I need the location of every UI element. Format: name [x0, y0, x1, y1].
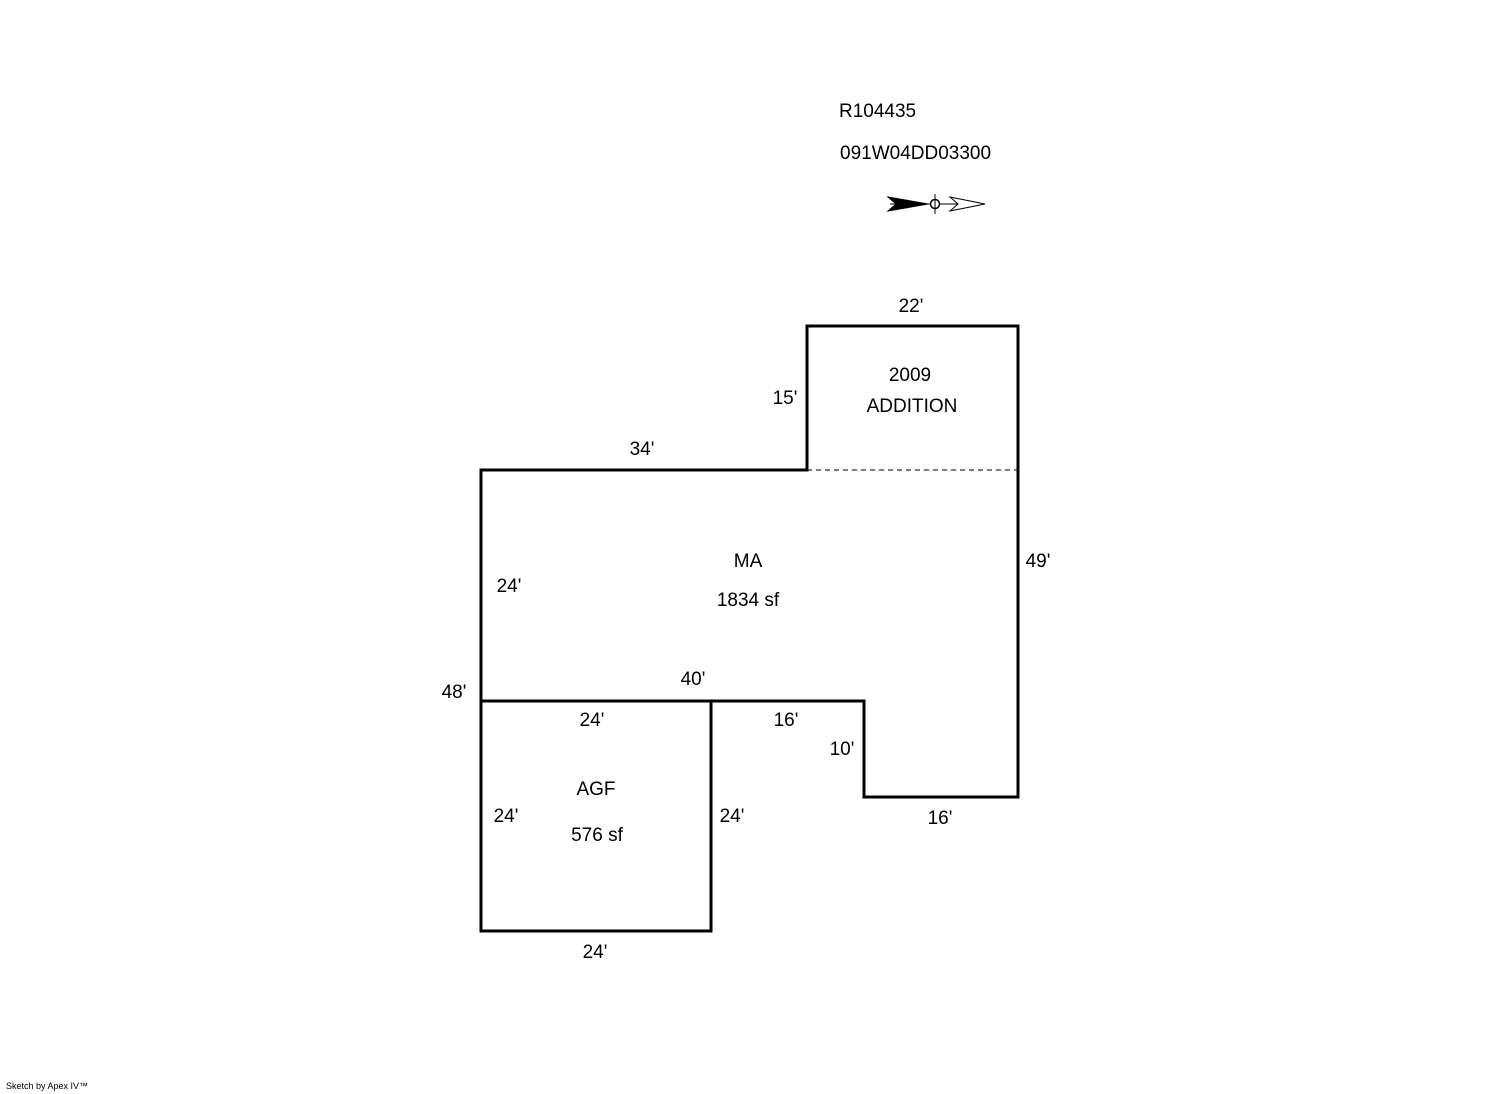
dim-agf-right: 24'	[719, 806, 745, 827]
dim-addition-left: 15'	[772, 388, 798, 409]
dim-notch-top: 16'	[773, 710, 799, 731]
dim-agf-left: 24'	[493, 806, 519, 827]
addition-label-name: ADDITION	[866, 396, 958, 417]
dim-agf-top: 24'	[579, 710, 605, 731]
map-number: 091W04DD03300	[840, 143, 992, 164]
sketch-credit: Sketch by Apex IV™	[6, 1081, 89, 1091]
dim-ma-bottom: 40'	[680, 669, 706, 690]
dim-ma-left-upper: 24'	[496, 576, 522, 597]
dim-notch-side: 10'	[829, 739, 855, 760]
dim-notch-bottom: 16'	[927, 808, 953, 829]
dim-agf-bottom: 24'	[582, 942, 608, 963]
agf-label-area: 576 sf	[571, 825, 623, 846]
north-arrow-icon	[886, 194, 986, 214]
dim-ma-right: 49'	[1025, 551, 1051, 572]
agf-outline	[479, 699, 713, 933]
dim-ma-top: 34'	[629, 439, 655, 460]
dim-addition-top: 22'	[898, 296, 924, 317]
agf-label-name: AGF	[576, 779, 616, 800]
ma-label-area: 1834 sf	[716, 590, 780, 611]
parcel-id: R104435	[839, 101, 917, 122]
addition-label-year: 2009	[888, 365, 932, 386]
ma-label-name: MA	[733, 551, 763, 572]
dim-ma-left-total: 48'	[441, 682, 467, 703]
